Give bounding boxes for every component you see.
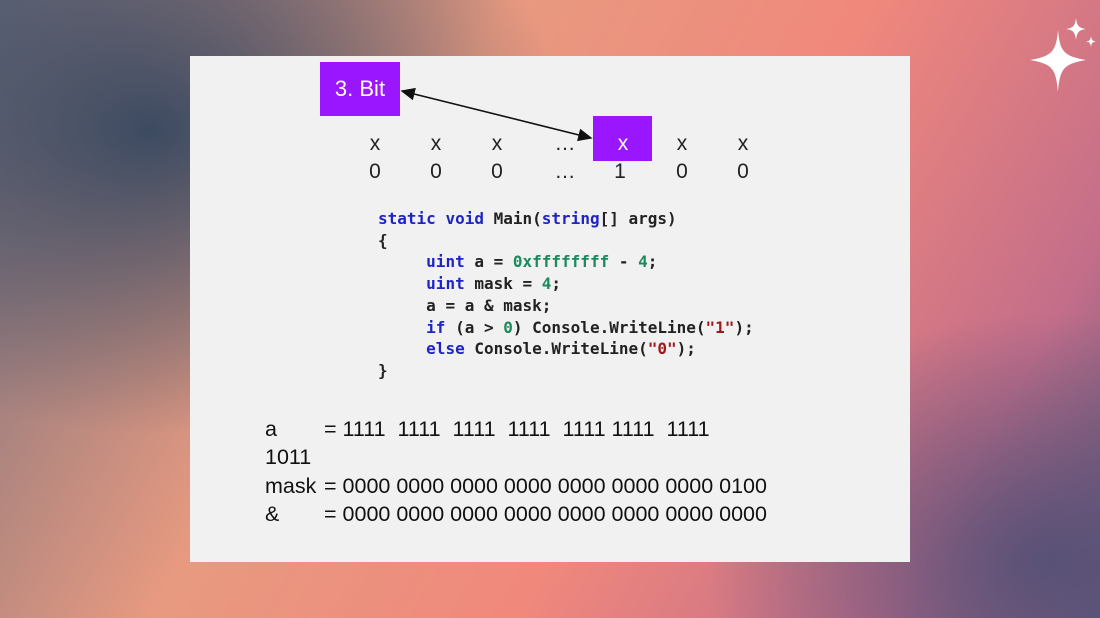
bit-label: 3. Bit bbox=[320, 62, 400, 116]
binary-a-continued: 1011 bbox=[265, 445, 312, 469]
code-text: { bbox=[378, 230, 388, 250]
code-text: (a > bbox=[445, 317, 504, 337]
code-string: "0" bbox=[647, 339, 677, 359]
bit-bottom-1: 0 bbox=[369, 160, 381, 183]
binary-mask-value: = 0000 0000 0000 0000 0000 0000 0000 010… bbox=[324, 474, 767, 498]
code-text: ; bbox=[551, 274, 562, 294]
code-string: "1" bbox=[705, 317, 735, 337]
code-text: [] args) bbox=[599, 209, 677, 228]
code-text: Console.WriteLine( bbox=[464, 339, 648, 359]
binary-a-value: = 1111 1111 1111 1111 1111 1111 1111 bbox=[324, 417, 710, 441]
bit-top-3: x bbox=[491, 132, 503, 155]
code-text: ); bbox=[734, 317, 754, 337]
code-text: a = a & mask; bbox=[426, 295, 552, 315]
code-text: ; bbox=[647, 252, 658, 272]
sparkle-icon bbox=[1030, 18, 1096, 92]
bit-top-6: x bbox=[676, 132, 688, 155]
code-text: ); bbox=[676, 339, 696, 359]
code-keyword: if bbox=[426, 317, 446, 337]
bit-bottom-7: 0 bbox=[737, 160, 749, 183]
code-number: 0 bbox=[503, 317, 513, 337]
binary-and-label: & bbox=[265, 502, 280, 526]
bit-top-1: x bbox=[369, 132, 381, 155]
bit-bottom-6: 0 bbox=[676, 160, 688, 183]
code-keyword: uint bbox=[426, 252, 465, 272]
bit-top-5: x bbox=[617, 132, 629, 155]
code-block: static void Main(string[] args) { uint a… bbox=[378, 208, 754, 382]
code-text: a = bbox=[464, 252, 513, 272]
binary-mask-label: mask bbox=[265, 474, 317, 498]
bit-bottom-5: 1 bbox=[614, 160, 626, 183]
bit-top-2: x bbox=[430, 132, 442, 155]
code-text: } bbox=[378, 360, 388, 380]
code-number: 0xffffffff bbox=[512, 252, 610, 272]
bit-bottom-3: 0 bbox=[491, 160, 503, 183]
code-keyword: string bbox=[541, 209, 600, 228]
binary-a-label: a bbox=[265, 417, 277, 441]
bit-top-ellipsis: … bbox=[554, 132, 576, 155]
binary-and-value: = 0000 0000 0000 0000 0000 0000 0000 000… bbox=[324, 502, 767, 526]
code-number: 4 bbox=[638, 252, 648, 272]
bit-bottom-ellipsis: … bbox=[554, 160, 576, 183]
code-text: mask = bbox=[464, 274, 542, 294]
bit-bottom-2: 0 bbox=[430, 160, 442, 183]
code-keyword: else bbox=[426, 339, 465, 359]
highlighted-bit-box bbox=[593, 116, 652, 161]
code-keyword: static bbox=[378, 209, 436, 228]
bit-top-7: x bbox=[737, 132, 749, 155]
code-text: ) Console.WriteLine( bbox=[512, 317, 706, 337]
code-number: 4 bbox=[541, 274, 552, 294]
code-text: - bbox=[609, 252, 639, 272]
code-keyword: void bbox=[445, 209, 484, 228]
code-keyword: uint bbox=[426, 274, 465, 294]
slide-panel: 3. Bit x x x … x x x 0 0 0 … 1 0 0 stati… bbox=[190, 56, 910, 562]
code-text: Main( bbox=[493, 209, 542, 228]
